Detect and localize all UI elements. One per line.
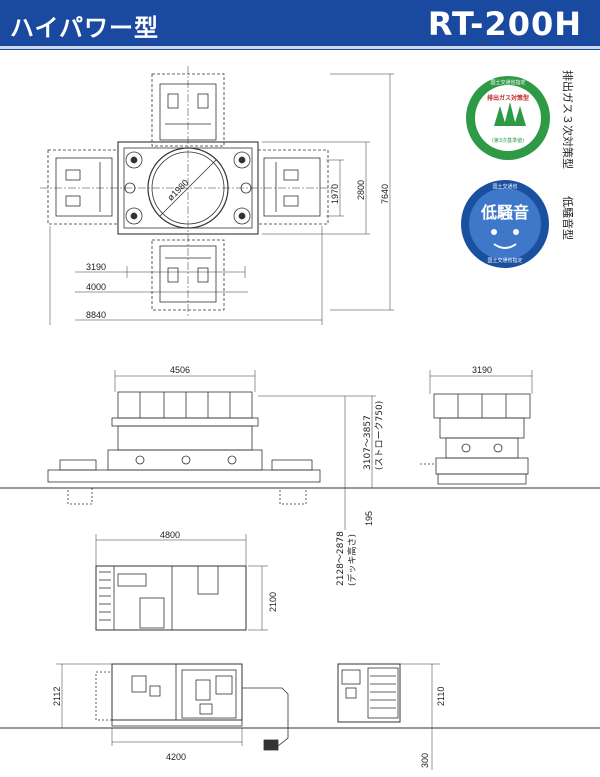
dim-2800-label: 2800 bbox=[356, 180, 366, 200]
dim-1970-label: 1970 bbox=[330, 184, 340, 204]
power-right-height-label: 2110 bbox=[436, 687, 446, 706]
dim-8840-label: 8840 bbox=[86, 310, 106, 320]
end-width-label: 3190 bbox=[472, 365, 492, 375]
emission-badge-label: 排出ガス３次対策型 bbox=[561, 70, 575, 169]
side-width-label: 4506 bbox=[170, 365, 190, 375]
side-view-drawing bbox=[0, 370, 600, 530]
power-depth-label: 2100 bbox=[268, 592, 278, 612]
noise-mark-center: 低騒音 bbox=[480, 203, 529, 222]
noise-mark-bottom: 国土交通省指定 bbox=[487, 257, 522, 264]
power-unit-top-drawing bbox=[95, 534, 268, 631]
noise-badge: 国土交通省 低騒音 国土交通省指定 bbox=[461, 180, 549, 268]
product-type-title: ハイパワー型 bbox=[10, 14, 160, 42]
stroke-note-label: (ストローク750) bbox=[374, 401, 385, 470]
header-underline bbox=[0, 46, 600, 49]
power-length-label: 4800 bbox=[160, 530, 180, 540]
noise-mark-top: 国土交通省 bbox=[492, 183, 517, 190]
stroke-range-label: 3107～3857 bbox=[363, 415, 373, 470]
emission-badge: 国土交通省指定 排出ガス対策型 (第3次基準値) bbox=[466, 76, 550, 160]
end-view-drawing bbox=[420, 370, 533, 485]
model-number: RT-200H bbox=[427, 5, 582, 43]
dim-195-label: 195 bbox=[364, 511, 374, 526]
dim-3190-label: 3190 bbox=[86, 262, 106, 272]
dim-7640-label: 7640 bbox=[380, 184, 390, 204]
power-side-length-label: 4200 bbox=[166, 752, 186, 762]
top-view-drawing bbox=[40, 66, 394, 325]
power-unit-side-drawing bbox=[0, 663, 600, 770]
dim-4000-label: 4000 bbox=[86, 282, 106, 292]
power-height-label: 2112 bbox=[52, 687, 62, 706]
emission-mark-top: 国土交通省指定 bbox=[490, 79, 525, 86]
page-header: ハイパワー型 RT-200H bbox=[0, 0, 600, 50]
deck-note-label: (デッキ高さ) bbox=[346, 534, 358, 586]
dim-300-label: 300 bbox=[420, 753, 430, 768]
diameter-label: ø1980 bbox=[165, 177, 190, 202]
emission-mark-bottom: (第3次基準値) bbox=[492, 137, 524, 144]
emission-mark-center: 排出ガス対策型 bbox=[487, 94, 529, 102]
deck-range-label: 2128～2878 bbox=[336, 531, 346, 586]
noise-badge-label: 低騒音型 bbox=[561, 196, 575, 240]
